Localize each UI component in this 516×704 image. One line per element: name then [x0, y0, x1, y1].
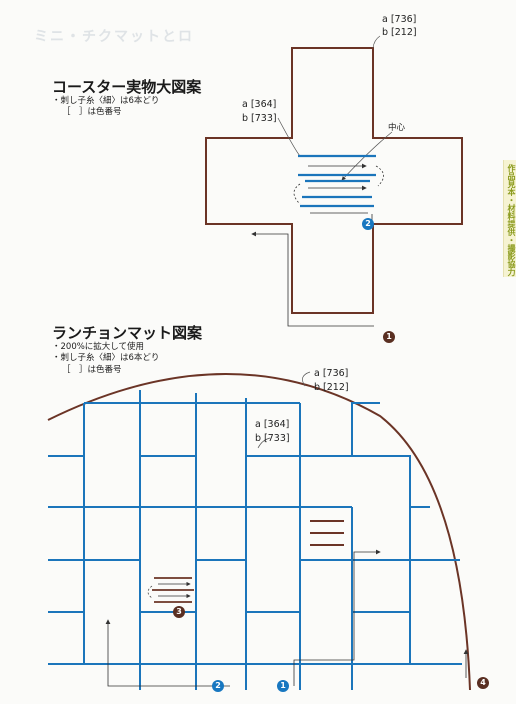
lunch-path-2	[105, 619, 230, 687]
lunch-note-3: ［ ］は色番号	[62, 365, 122, 375]
lunch-badge-2: 2	[212, 680, 224, 692]
coaster-title: コースター実物大図案	[52, 78, 202, 96]
coaster-inner-leader	[277, 117, 301, 157]
lunch-inner-label-b: b [733]	[255, 433, 290, 444]
lunch-inner-leader	[257, 437, 271, 449]
lunch-stitch-grid	[48, 390, 462, 690]
coaster-inner-label-b: b [733]	[242, 113, 277, 124]
coaster-badge-2: 2	[362, 218, 374, 230]
lunch-outline-label-b: b [212]	[314, 382, 349, 393]
lunch-title: ランチョンマット図案	[52, 324, 203, 342]
lunch-outline-label-a: a [736]	[314, 368, 349, 379]
lunch-path-1	[293, 549, 381, 686]
coaster-center-label: 中心	[388, 123, 406, 133]
coaster-cross-outline	[205, 47, 463, 314]
coaster-outline-leader	[372, 35, 381, 49]
coaster-badge-1: 1	[383, 331, 395, 343]
lunch-inner-label-a: a [364]	[255, 419, 290, 430]
coaster-outline-label-a: a [736]	[382, 14, 417, 25]
lunch-brown-stitches	[310, 520, 344, 546]
lunch-outline-arc	[47, 373, 471, 691]
lunch-badge-1: 1	[277, 680, 289, 692]
coaster-note-2: ［ ］は色番号	[62, 107, 122, 117]
faded-header-title: ミニ・チクマットとロ	[34, 29, 194, 45]
coaster-start-path	[251, 231, 374, 327]
coaster-center-stitches	[293, 154, 384, 214]
lunch-note-2: ・刺し子糸〈細〉は6本どり	[52, 353, 160, 363]
coaster-inner-label-a: a [364]	[242, 99, 277, 110]
coaster-note-1: ・刺し子糸〈細〉は6本どり	[52, 96, 160, 106]
lunch-badge-3: 3	[173, 606, 185, 618]
lunch-outline-leader	[302, 371, 311, 387]
coaster-outline-label-b: b [212]	[382, 27, 417, 38]
lunch-badge-4: 4	[477, 677, 489, 689]
lunch-stitch-group-3	[147, 577, 194, 603]
side-credit-band: 作品見本・材料提供・撮影協力	[503, 160, 516, 277]
lunch-note-1: ・200%に拡大して使用	[52, 342, 145, 352]
